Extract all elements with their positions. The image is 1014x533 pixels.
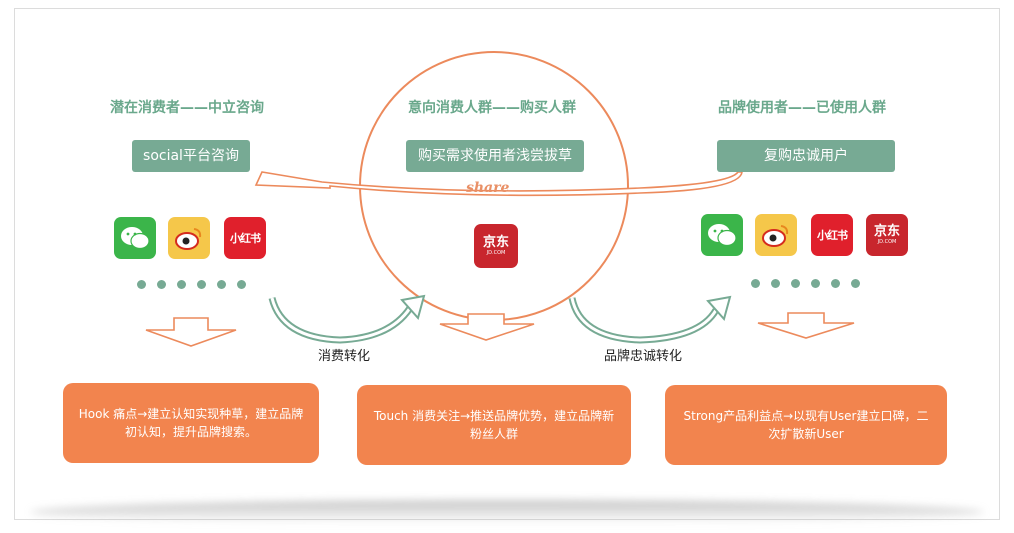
card-strong: Strong产品利益点→以现有User建立口碑，二次扩散新User (665, 385, 947, 465)
tag-purchase-demand: 购买需求使用者浅尝拔草 (406, 140, 584, 172)
jd-icon-text: 京东 (873, 223, 900, 239)
jd-icon-subtext: JD.COM (486, 249, 506, 256)
frame-shadow (30, 500, 984, 524)
consume-conversion-arrow (400, 294, 426, 321)
share-arrow (254, 171, 743, 197)
share-label: share (466, 180, 510, 196)
more-apps-dots-right (751, 279, 860, 288)
down-arrow-left (145, 317, 237, 347)
jd-icon-text: 京东 (482, 234, 509, 250)
wechat-icon (701, 214, 743, 256)
heading-intent-buyers: 意向消费人群——购买人群 (408, 100, 576, 116)
loyalty-conversion-arrow (706, 295, 732, 322)
weibo-icon (755, 214, 797, 256)
label-consume-conversion: 消费转化 (318, 349, 371, 364)
card-touch: Touch 消费关注→推送品牌优势，建立品牌新粉丝人群 (357, 385, 631, 465)
heading-potential-consumers: 潜在消费者——中立咨询 (110, 100, 264, 116)
down-arrow-right (757, 312, 855, 339)
jd-icon: 京东 JD.COM (866, 214, 908, 256)
xiaohongshu-icon: 小红书 (224, 217, 266, 259)
xiaohongshu-icon: 小红书 (811, 214, 853, 256)
more-apps-dots-left (137, 280, 246, 289)
jd-icon-subtext: JD.COM (877, 238, 897, 245)
heading-brand-users: 品牌使用者——已使用人群 (718, 100, 886, 116)
label-loyalty-conversion: 品牌忠诚转化 (604, 349, 683, 364)
weibo-icon (168, 217, 210, 259)
wechat-icon (114, 217, 156, 259)
tag-social-consult: social平台咨询 (132, 140, 250, 172)
card-hook: Hook 痛点→建立认知实现种草，建立品牌初认知，提升品牌搜索。 (63, 383, 319, 463)
down-arrow-middle (439, 313, 535, 341)
tag-loyal-users: 复购忠诚用户 (717, 140, 895, 172)
jd-icon: 京东 JD.COM (474, 224, 518, 268)
